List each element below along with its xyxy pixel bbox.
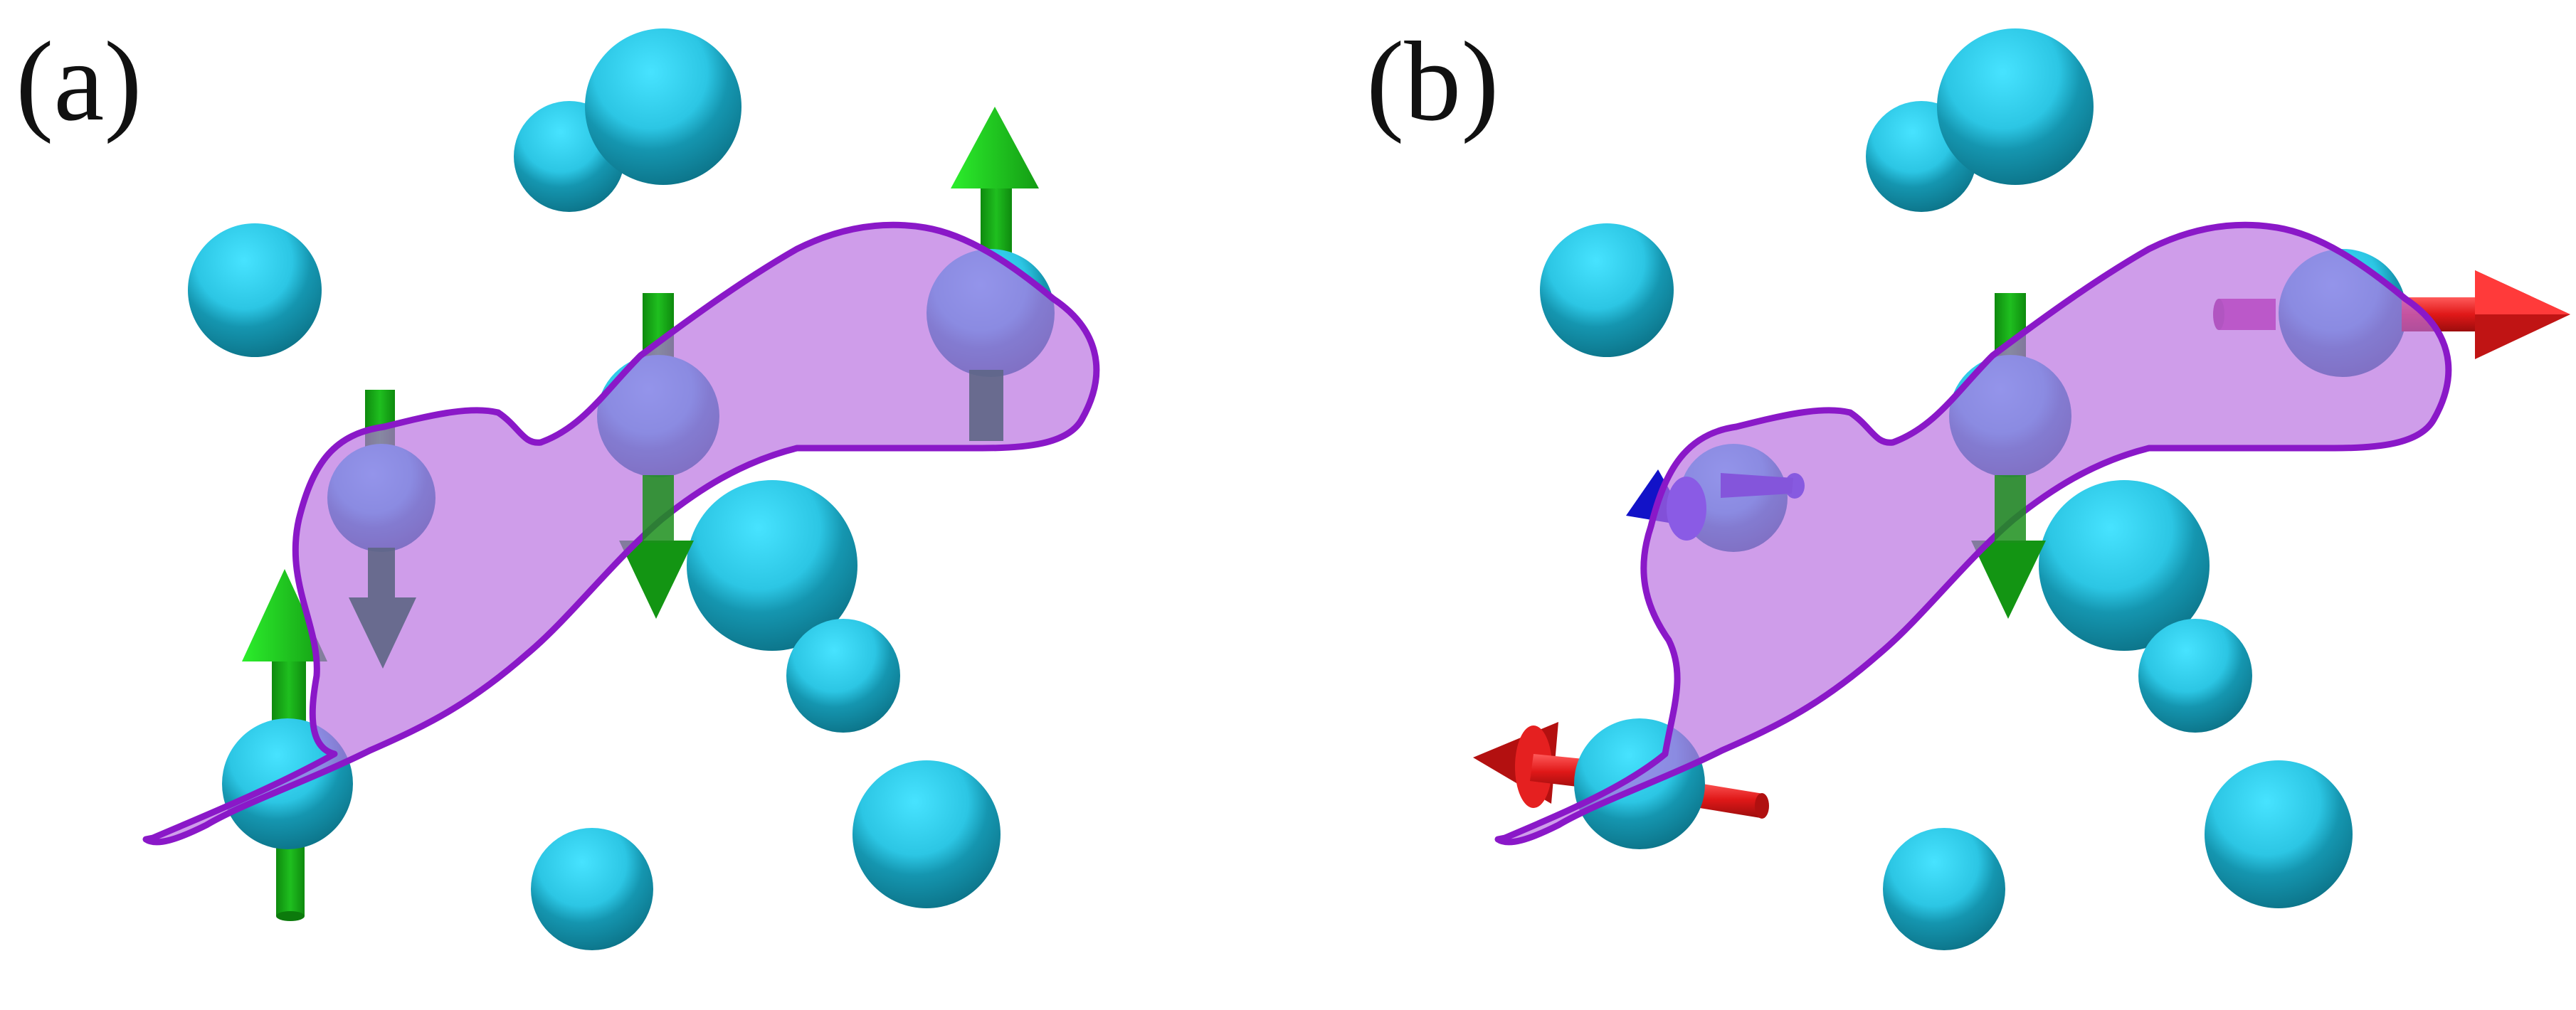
- atom: [585, 28, 741, 185]
- spin-down-arrow-tail: [1995, 475, 2026, 543]
- atom: [188, 223, 322, 357]
- atom: [1883, 828, 2005, 950]
- cluster-region: [142, 221, 1100, 846]
- atom: [852, 760, 1001, 908]
- cluster-region: [1494, 221, 2452, 846]
- panel-b: (b): [1366, 18, 2570, 950]
- spin-up-arrow-tail: [969, 370, 1003, 441]
- spin-down-arrow-tail: [643, 475, 674, 543]
- panel-label-b: (b): [1366, 18, 1499, 144]
- panel-a: (a): [16, 18, 1100, 950]
- atom: [786, 619, 900, 733]
- atom: [2138, 619, 2252, 733]
- spin-down-arrow-tail: [349, 548, 416, 669]
- atom: [687, 480, 857, 651]
- panel-label-a: (a): [16, 18, 142, 144]
- atom: [2205, 760, 2353, 908]
- atom: [1937, 28, 2094, 185]
- atom: [531, 828, 653, 950]
- atom: [1540, 223, 1674, 357]
- atom: [2039, 480, 2210, 651]
